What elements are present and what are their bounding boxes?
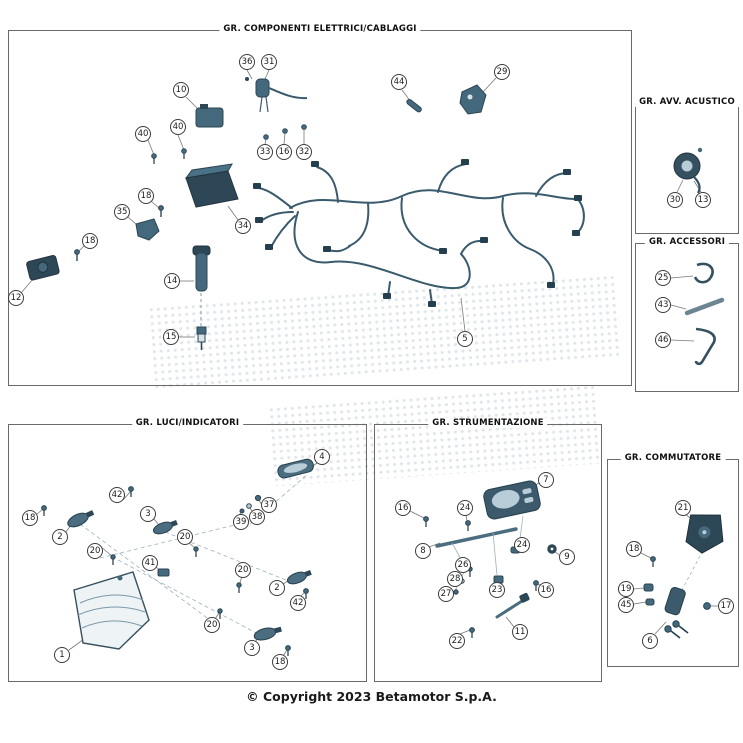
callout-3[interactable]: 3 [140,506,156,522]
callout-18[interactable]: 18 [82,233,98,249]
group-box-avv-acustico: GR. AVV. ACUSTICO [635,97,739,234]
callout-11[interactable]: 11 [512,624,528,640]
callout-20[interactable]: 20 [87,543,103,559]
callout-18[interactable]: 18 [272,654,288,670]
group-title-luci-indicatori: GR. LUCI/INDICATORI [131,418,244,428]
callout-12[interactable]: 12 [8,290,24,306]
callout-8[interactable]: 8 [415,543,431,559]
callout-2[interactable]: 2 [269,580,285,596]
callout-37[interactable]: 37 [261,497,277,513]
callout-16[interactable]: 16 [276,144,292,160]
callout-40[interactable]: 40 [170,119,186,135]
callout-1[interactable]: 1 [54,647,70,663]
callout-5[interactable]: 5 [457,331,473,347]
group-title-strumentazione: GR. STRUMENTAZIONE [428,418,548,428]
group-box-commutatore: GR. COMMUTATORE [607,453,739,667]
callout-6[interactable]: 6 [642,633,658,649]
callout-22[interactable]: 22 [449,633,465,649]
callout-41[interactable]: 41 [142,555,158,571]
callout-15[interactable]: 15 [163,329,179,345]
callout-46[interactable]: 46 [655,332,671,348]
group-title-accessori: GR. ACCESSORI [644,237,730,247]
group-title-avv-acustico: GR. AVV. ACUSTICO [635,97,739,107]
callout-32[interactable]: 32 [296,144,312,160]
callout-20[interactable]: 20 [204,617,220,633]
group-box-accessori: GR. ACCESSORI [635,237,739,392]
callout-19[interactable]: 19 [618,581,634,597]
group-title-commutatore: GR. COMMUTATORE [620,453,726,463]
callout-18[interactable]: 18 [22,510,38,526]
callout-45[interactable]: 45 [618,597,634,613]
callout-17[interactable]: 17 [718,598,734,614]
callout-2[interactable]: 2 [52,529,68,545]
callout-40[interactable]: 40 [135,126,151,142]
callout-16[interactable]: 16 [538,582,554,598]
callout-25[interactable]: 25 [655,270,671,286]
callout-10[interactable]: 10 [173,82,189,98]
callout-24[interactable]: 24 [457,500,473,516]
callout-16[interactable]: 16 [395,500,411,516]
callout-18[interactable]: 18 [138,188,154,204]
callout-23[interactable]: 23 [489,582,505,598]
callout-28[interactable]: 28 [447,571,463,587]
group-box-componenti-elettrici: GR. COMPONENTI ELETTRICI/CABLAGGI [8,24,632,386]
callout-14[interactable]: 14 [164,273,180,289]
group-box-strumentazione: GR. STRUMENTAZIONE [374,418,602,682]
callout-29[interactable]: 29 [494,64,510,80]
callout-30[interactable]: 30 [667,192,683,208]
callout-35[interactable]: 35 [114,204,130,220]
callout-42[interactable]: 42 [109,487,125,503]
group-title-componenti-elettrici: GR. COMPONENTI ELETTRICI/CABLAGGI [219,24,421,34]
callout-34[interactable]: 34 [235,218,251,234]
callout-43[interactable]: 43 [655,297,671,313]
callout-36[interactable]: 36 [239,54,255,70]
callout-4[interactable]: 4 [314,449,330,465]
callout-18[interactable]: 18 [626,541,642,557]
callout-42[interactable]: 42 [290,595,306,611]
callout-21[interactable]: 21 [675,500,691,516]
copyright-text: © Copyright 2023 Betamotor S.p.A. [246,689,497,704]
callout-3[interactable]: 3 [244,640,260,656]
callout-7[interactable]: 7 [538,472,554,488]
callout-31[interactable]: 31 [261,54,277,70]
callout-20[interactable]: 20 [235,562,251,578]
callout-38[interactable]: 38 [249,509,265,525]
callout-20[interactable]: 20 [177,529,193,545]
group-box-luci-indicatori: GR. LUCI/INDICATORI [8,418,367,682]
callout-13[interactable]: 13 [695,192,711,208]
callout-44[interactable]: 44 [391,74,407,90]
callout-9[interactable]: 9 [559,549,575,565]
callout-39[interactable]: 39 [233,514,249,530]
callout-27[interactable]: 27 [438,586,454,602]
callout-24[interactable]: 24 [514,537,530,553]
callout-33[interactable]: 33 [257,144,273,160]
